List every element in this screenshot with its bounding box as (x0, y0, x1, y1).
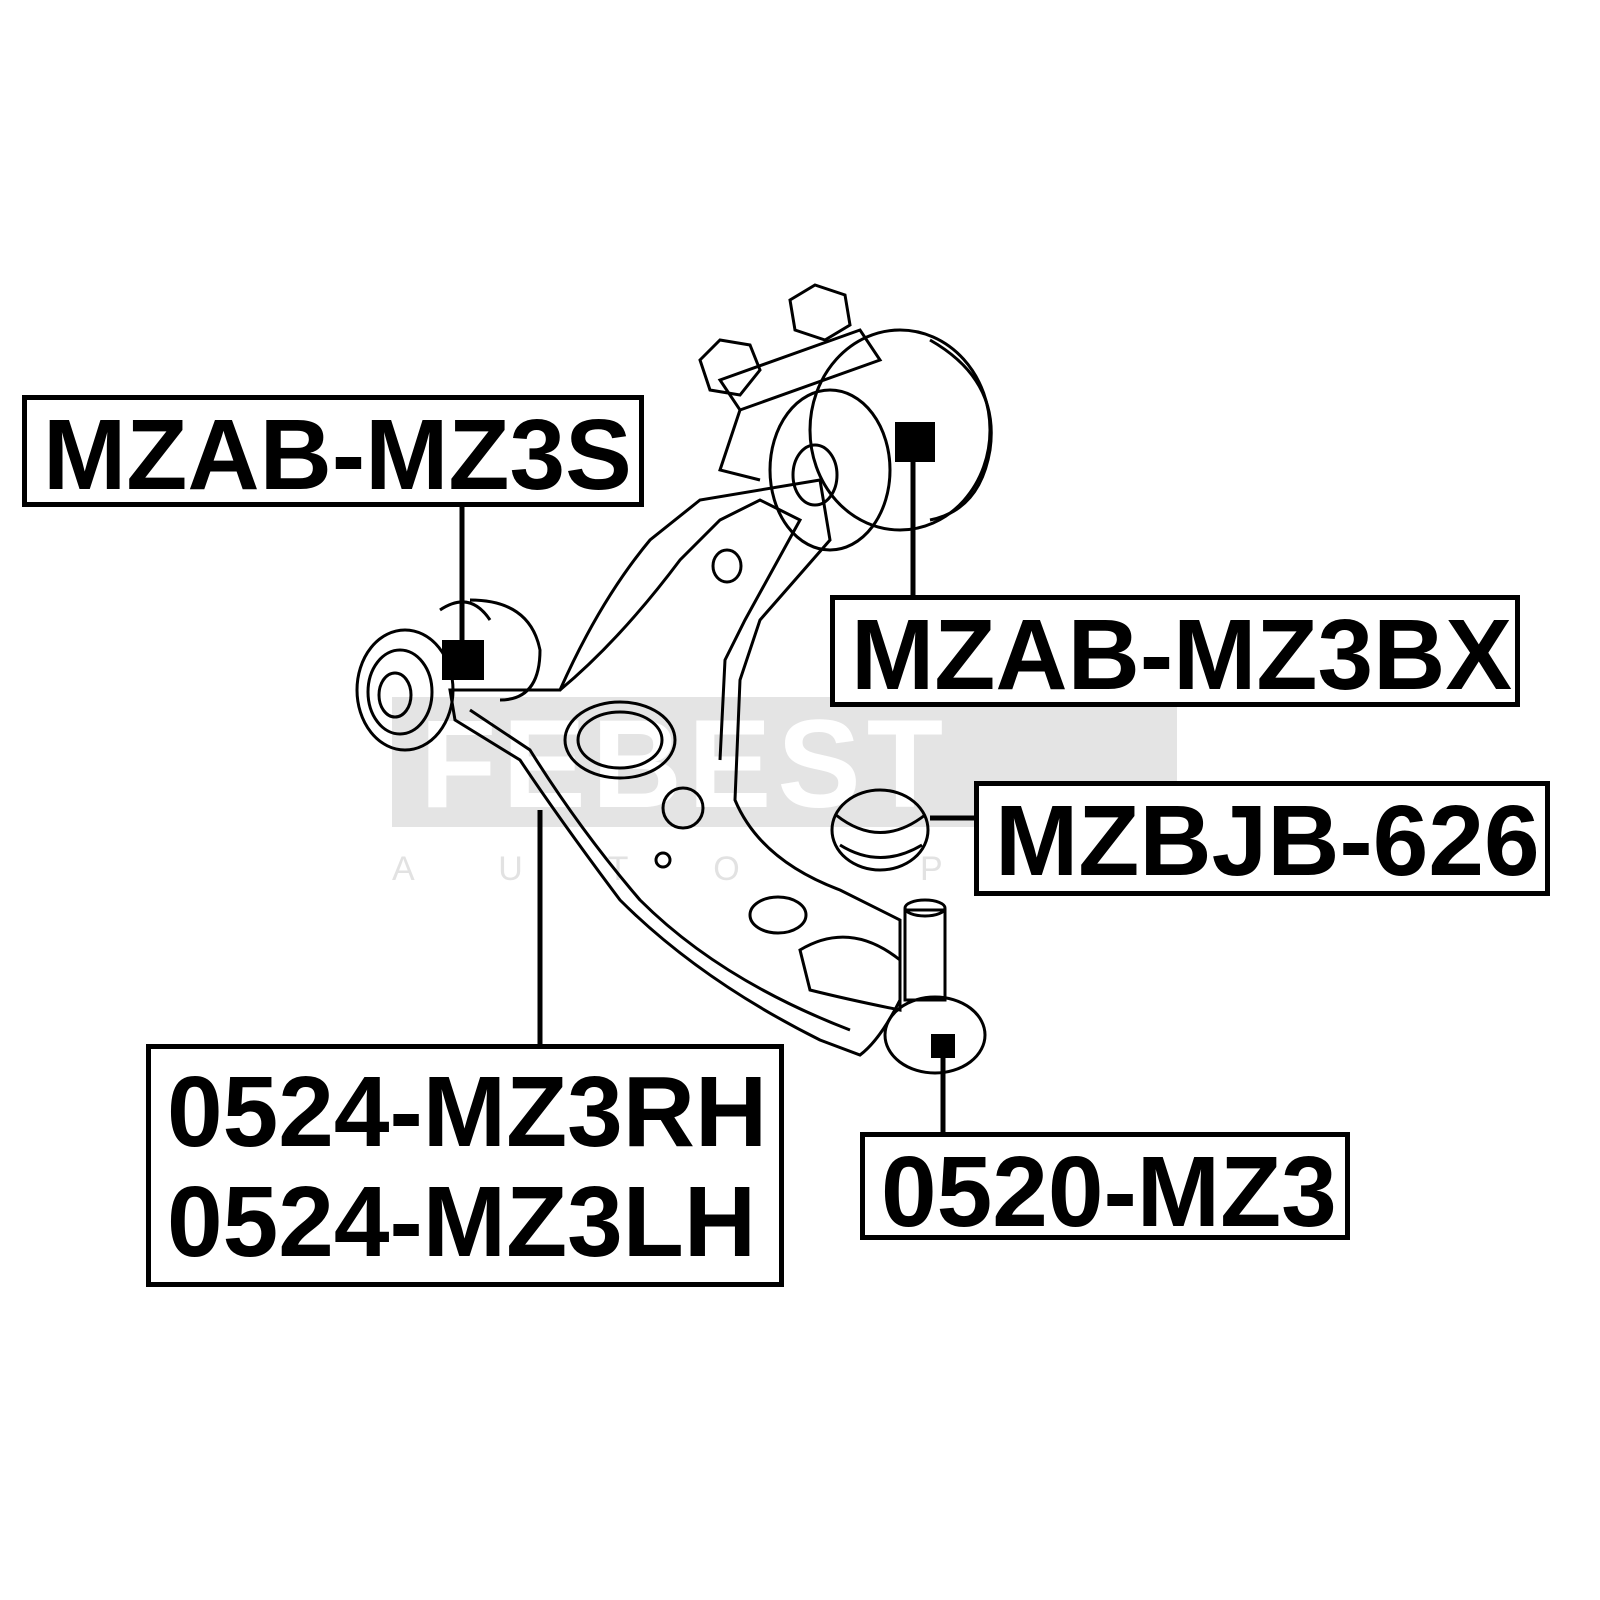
label-0520-mz3: 0520-MZ3 (860, 1132, 1350, 1247)
rear-bushing-core (791, 443, 839, 507)
bracket-nut-right (788, 283, 852, 342)
label-mzab-mz3bx: MZAB-MZ3BX (830, 595, 1520, 711)
marker-mz3s (442, 640, 484, 680)
front-bushing-mid (366, 648, 434, 736)
rear-bushing-mid (768, 388, 892, 552)
arm-hole-lower (748, 895, 808, 935)
part-number-rh: 0524-MZ3RH (167, 1056, 768, 1168)
arm-hole-upper (711, 548, 743, 584)
part-number: MZBJB-626 (995, 785, 1540, 897)
front-bushing-outer (355, 628, 455, 752)
part-number-lh: 0524-MZ3LH (167, 1166, 757, 1278)
boot-band (835, 813, 926, 859)
ball-joint-stud (903, 908, 947, 1002)
arm-flange (559, 498, 803, 761)
arm-hole-small (654, 851, 672, 869)
ball-joint-boot-part (830, 788, 930, 872)
rear-bushing-flange (929, 338, 993, 522)
front-bushing-sleeve (439, 598, 542, 702)
label-mzab-mz3s: MZAB-MZ3S (22, 395, 644, 511)
arm-inner-edge (469, 708, 851, 1032)
front-bushing-core (377, 671, 413, 719)
spring-seat-ring (563, 700, 677, 780)
ball-joint-boot-arm (798, 935, 902, 1012)
part-number: MZAB-MZ3S (43, 399, 632, 511)
bracket-nut-left (698, 338, 762, 397)
spring-seat-ring-inner (576, 710, 664, 770)
ball-joint-body (883, 995, 987, 1075)
arm-hole (661, 786, 705, 830)
markers (442, 422, 955, 1058)
watermark-brand: FEBEST (420, 695, 950, 834)
part-number: MZAB-MZ3BX (851, 599, 1513, 711)
rear-bracket (717, 328, 883, 482)
marker-balljoint (931, 1034, 955, 1058)
ball-joint-stud-top (903, 898, 947, 918)
marker-mz3bx (895, 422, 935, 462)
part-number: 0520-MZ3 (881, 1136, 1337, 1248)
leader-lines (459, 460, 976, 1134)
label-0524-mz3: 0524-MZ3RH 0524-MZ3LH (146, 1044, 784, 1287)
label-mzbjb-626: MZBJB-626 (974, 781, 1550, 896)
